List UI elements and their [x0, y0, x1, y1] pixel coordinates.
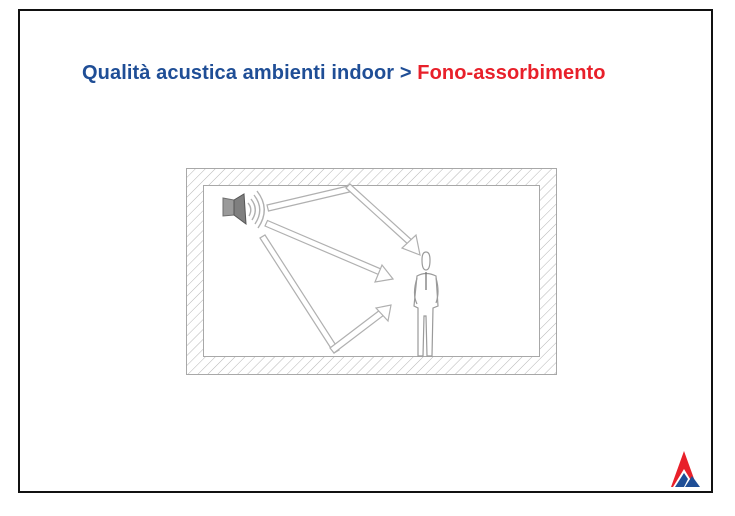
slide-frame [18, 9, 713, 493]
title-separator: > [394, 62, 418, 84]
acoustic-room-diagram [186, 168, 557, 375]
hatched-wall-room [186, 168, 557, 375]
title-subtopic: Fono-assorbimento [417, 62, 606, 84]
slide-title: Qualità acustica ambienti indoor > Fono-… [82, 62, 606, 85]
reflected-path-floor [259, 234, 392, 354]
company-logo [671, 451, 700, 487]
reflected-path-ceiling [266, 183, 421, 256]
sound-waves-icon [247, 190, 265, 229]
title-topic: Qualità acustica ambienti indoor [82, 62, 395, 84]
person-figure [413, 251, 439, 357]
loudspeaker-icon [222, 193, 247, 226]
direct-sound-path [264, 219, 395, 283]
